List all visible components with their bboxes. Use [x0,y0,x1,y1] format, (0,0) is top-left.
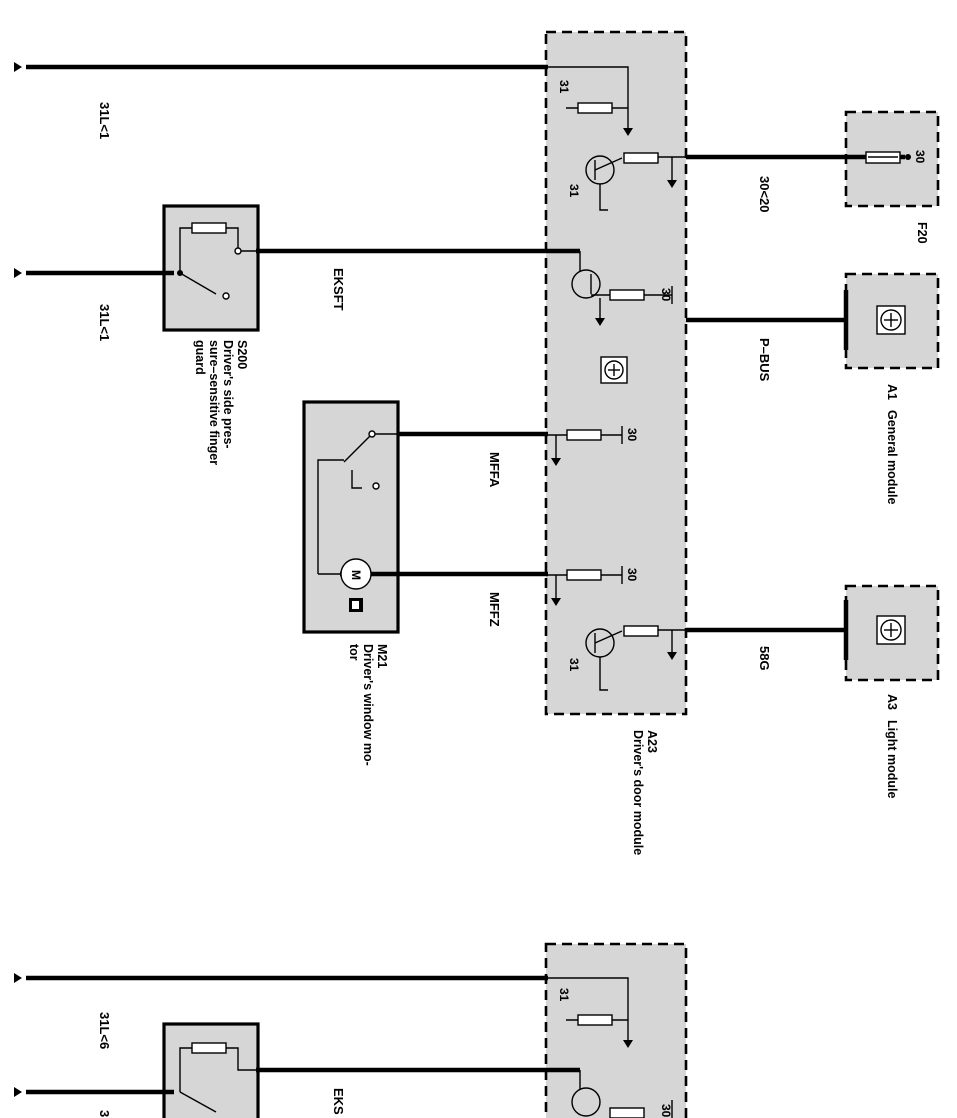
s200-name-line1: Driver's side pres- [221,340,235,449]
m21-name-line1: Driver's window mo- [361,644,375,766]
wire-label-pbus: P–BUS [757,338,772,382]
a1-code: A1 [885,384,899,400]
a3-module-icon [876,615,906,645]
s200-code: S200 [235,340,249,369]
pin-30-f20: 30 [913,150,927,164]
m21-motor-internals [317,430,398,612]
m21-code: M21 [375,644,389,668]
pin-30-c: 30 [625,568,639,582]
pin-30-d: 30 [659,1104,673,1118]
f20-code: F20 [915,222,929,244]
a23-internal-circuit [548,66,686,1118]
a23-name: Driver's door module [631,730,645,855]
a1-module-icon [876,305,906,335]
wire-label-31l6: 31L<6 [97,1012,112,1049]
wire-label-eks-cut: EKS [331,1088,346,1115]
wire-label-58g: 58G [757,646,772,671]
pin-31-d: 31 [557,988,571,1002]
a23-code: A23 [645,730,659,753]
s200-finger-guard-box-lower [162,1022,260,1118]
pin-31-c: 31 [567,658,581,672]
f20-fuse-symbol [865,151,911,164]
s200-name-line3: guard [193,340,207,375]
wire-label-31l1-top: 31L<1 [97,102,112,139]
a3-code: A3 [885,694,899,710]
wire-label-eksft: EKSFT [331,268,346,311]
pin-30-b: 30 [625,428,639,442]
m21-window-motor-box [302,400,400,634]
s200-switch-internals [177,222,256,1113]
s200-name-line2: sure–sensitive finger [207,340,221,465]
wire-label-mffz: MFFZ [487,592,502,627]
pin-31-a: 31 [557,80,571,94]
pin-30-a: 30 [659,288,673,302]
motor-m-symbol: M [349,570,363,580]
wire-label-cut: 3 [97,1110,112,1117]
a23-door-module-box-lower [544,942,688,1118]
pin-31-b: 31 [567,184,581,198]
m21-name-line2: tor [347,644,361,661]
thick-wires [26,64,905,1095]
wire-label-30-20: 30<20 [757,176,772,213]
wire-label-31l1-mid: 31L<1 [97,304,112,341]
wire-label-mffa: MFFA [487,452,502,488]
a3-name: Light module [885,720,899,799]
a1-name: General module [885,410,899,505]
wire-terminals [14,62,849,1097]
